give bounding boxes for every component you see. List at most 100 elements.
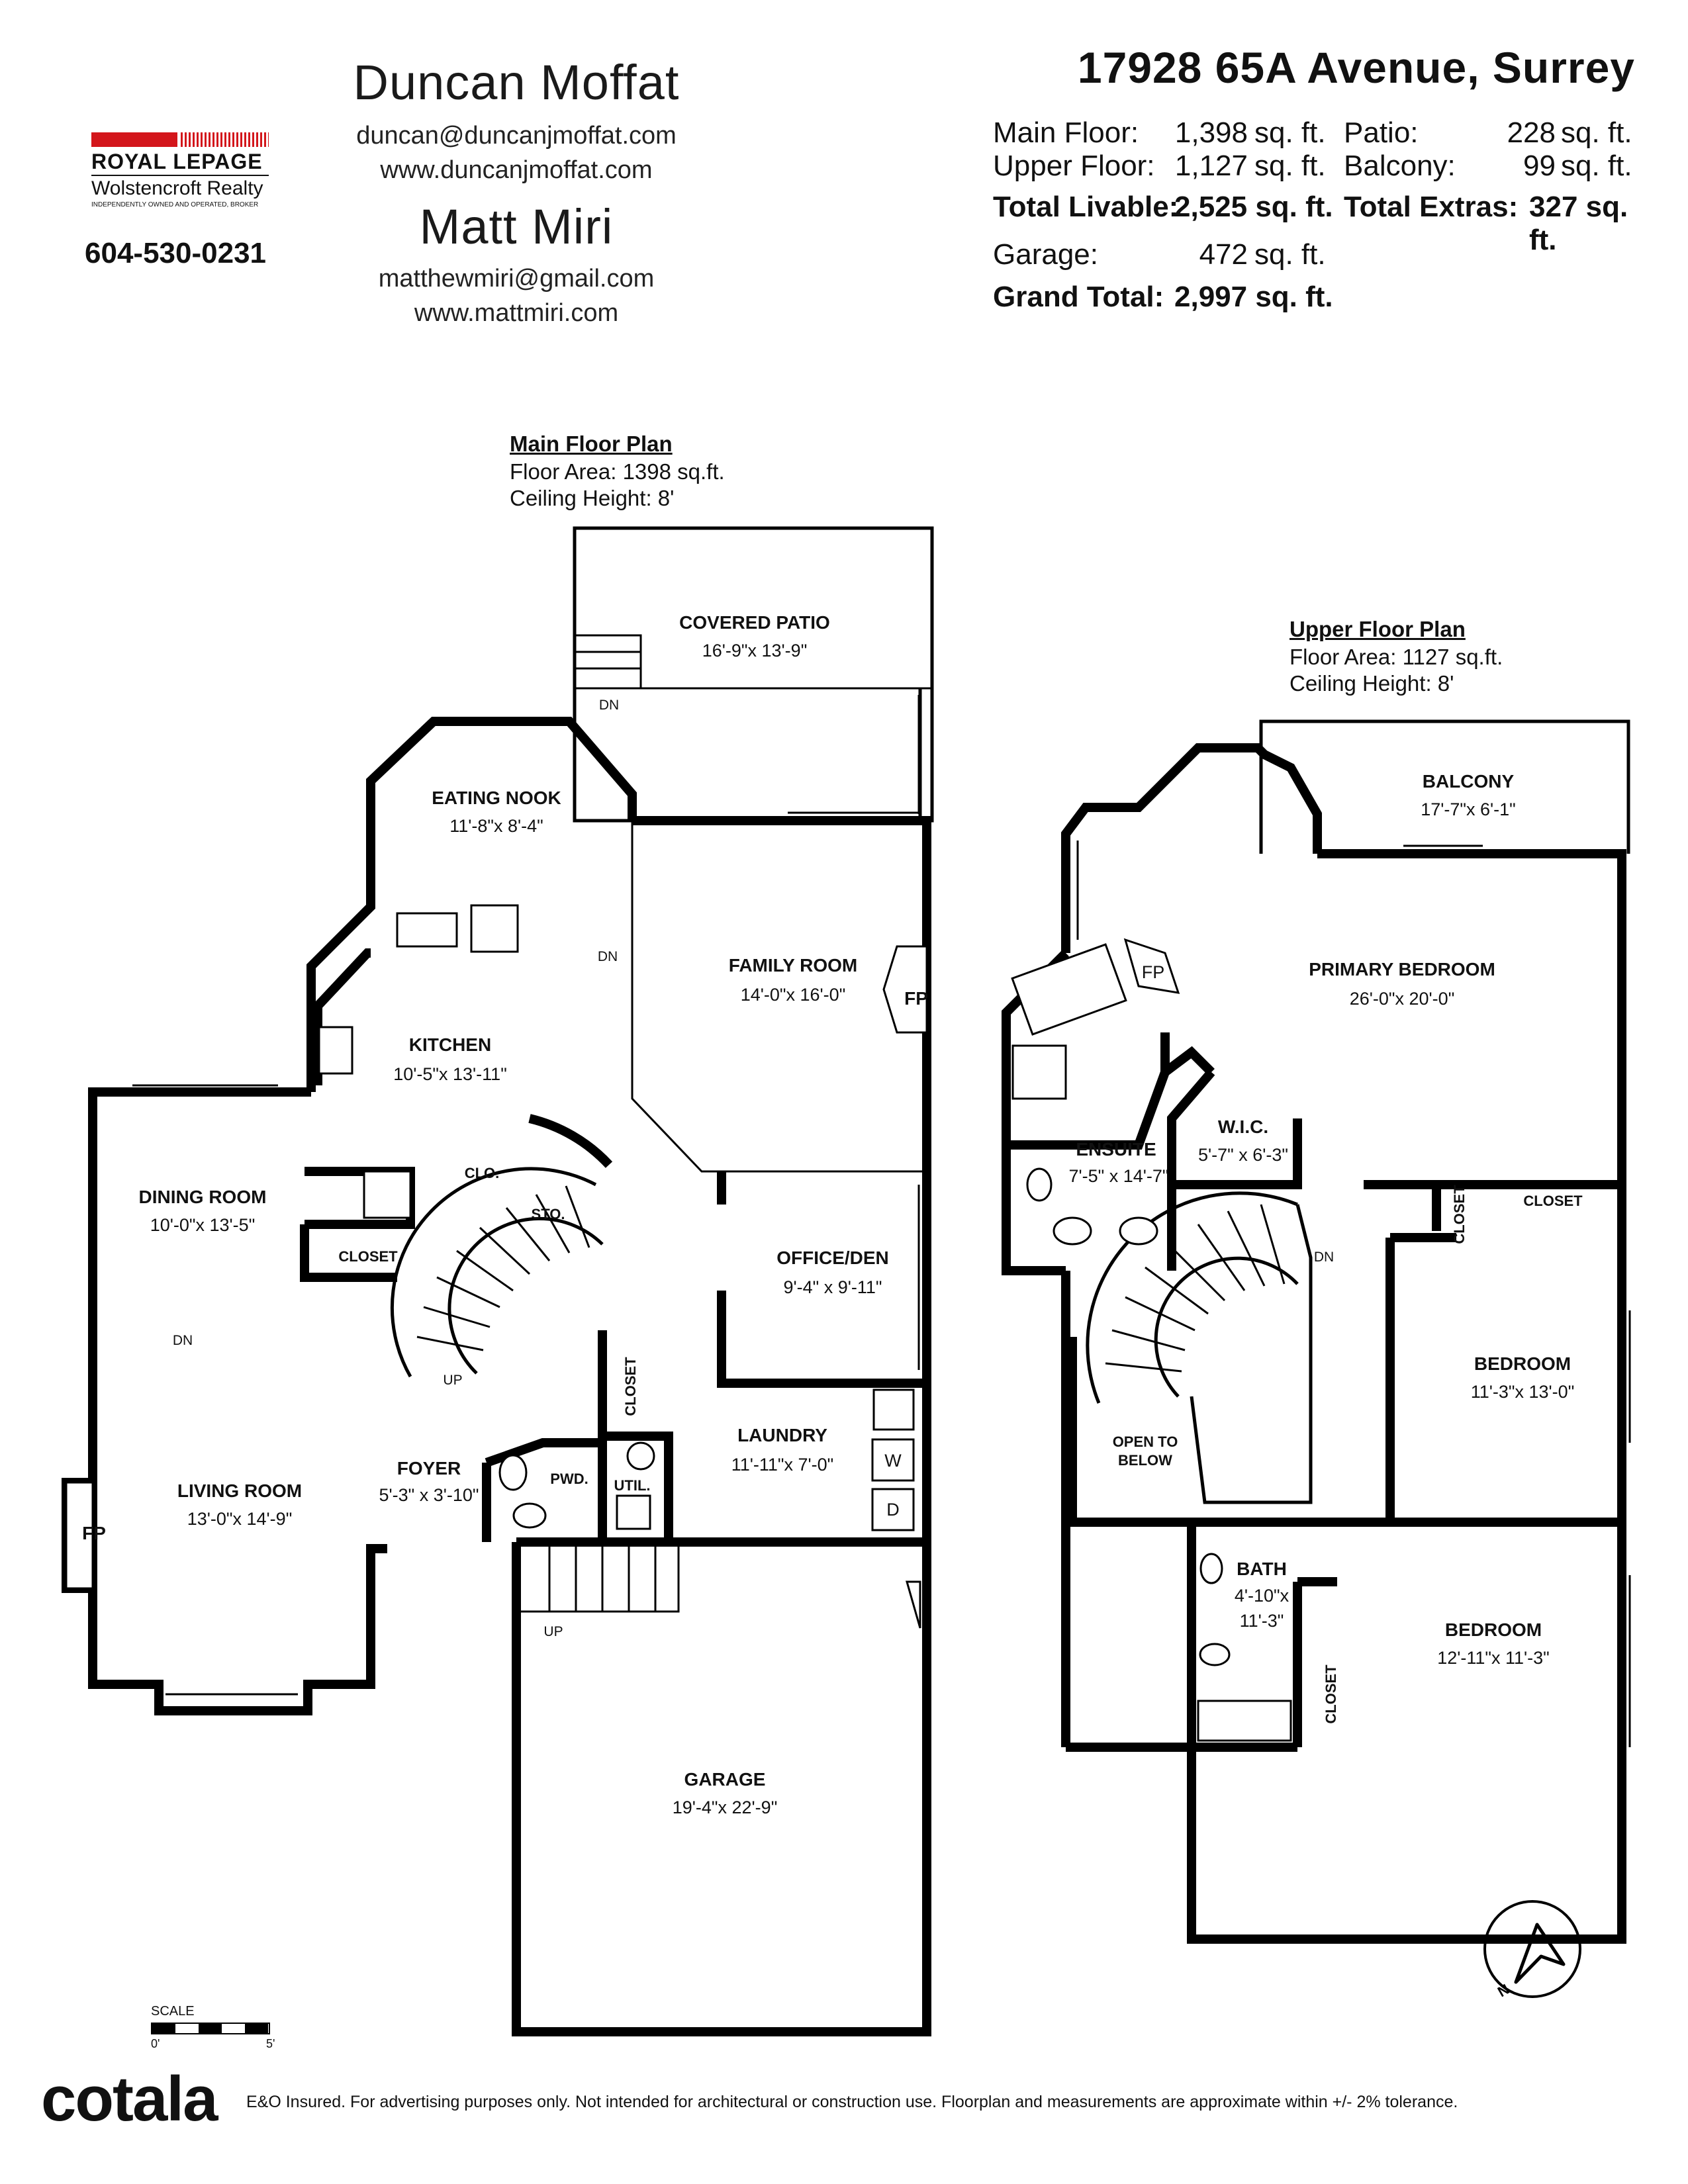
dims-covered-patio: 16'-9"x 13'-9" <box>702 641 808 660</box>
room-living-room: LIVING ROOM <box>177 1480 302 1501</box>
agent-2-email[interactable]: matthewmiri@gmail.com <box>378 265 655 293</box>
stat-patio-value: 228 <box>1507 116 1556 149</box>
room-wic: W.I.C. <box>1218 1116 1268 1137</box>
stat-total-extras-label: Total Extras: <box>1344 191 1519 223</box>
stat-main-floor-value: 1,398 <box>1174 116 1248 149</box>
agent-1-email[interactable]: duncan@duncanjmoffat.com <box>356 122 677 150</box>
property-address: 17928 65A Avenue, Surrey <box>1077 43 1635 92</box>
logo-name: Wolstencroft Realty <box>91 175 269 200</box>
scale-min: 0' <box>151 2037 160 2050</box>
main-stairs <box>390 634 680 1613</box>
label-open-to: OPEN TO <box>1113 1433 1178 1450</box>
stat-upper-floor-unit: sq. ft. <box>1254 150 1326 182</box>
dims-dining-room: 10'-0"x 13'-5" <box>150 1215 256 1235</box>
scale-label: SCALE <box>151 2004 195 2019</box>
label-dn-nook: DN <box>598 949 618 964</box>
label-fp-living: FP <box>82 1523 106 1543</box>
logo-top-text: ROYAL LEPAGE <box>91 150 263 173</box>
room-covered-patio: COVERED PATIO <box>679 612 830 633</box>
dims-bedroom-2: 12'-11"x 11'-3" <box>1437 1648 1550 1668</box>
compass-ring <box>1483 1900 1581 1998</box>
stat-main-floor-label: Main Floor: <box>993 116 1139 149</box>
stat-main-floor-unit: sq. ft. <box>1254 116 1326 149</box>
label-util: UTIL. <box>614 1477 651 1494</box>
label-closet-main-v: CLOSET <box>622 1357 639 1416</box>
brokerage-logo: ROYAL LEPAGE Wolstencroft Realty INDEPEN… <box>91 132 269 218</box>
dims-laundry: 11'-11"x 7'-0" <box>731 1455 834 1475</box>
stat-total-livable-value: 2,525 sq. ft. <box>1174 191 1333 223</box>
room-foyer: FOYER <box>397 1458 461 1479</box>
stat-upper-floor-value: 1,127 <box>1174 150 1248 182</box>
dims-living-room: 13'-0"x 14'-9" <box>187 1509 293 1529</box>
label-clo: CLO. <box>465 1165 500 1181</box>
label-fp-family: FP <box>904 988 928 1009</box>
room-office-den: OFFICE/DEN <box>776 1248 889 1268</box>
scale-bar: SCALE 0' 5' <box>148 2004 281 2057</box>
stat-grand-total-label: Grand Total: <box>993 281 1164 313</box>
brokerage-phone: 604-530-0231 <box>85 237 267 269</box>
label-sto: STO. <box>532 1206 565 1222</box>
logo-red-bar <box>91 132 177 147</box>
upper-floor-windows <box>1076 841 1631 1747</box>
stat-grand-total-value: 2,997 sq. ft. <box>1174 281 1333 313</box>
room-primary-bedroom: PRIMARY BEDROOM <box>1309 959 1495 979</box>
upper-floor-area: Floor Area: 1127 sq.ft. <box>1289 645 1503 669</box>
dims-eating-nook: 11'-8"x 8'-4" <box>449 816 543 836</box>
label-pwd: PWD. <box>550 1471 588 1487</box>
label-up-stairs: UP <box>443 1373 462 1388</box>
stat-balcony-unit: sq. ft. <box>1561 150 1632 182</box>
stat-garage-value: 472 <box>1199 238 1248 271</box>
main-floor-area: Floor Area: 1398 sq.ft. <box>510 459 725 484</box>
room-bedroom-2: BEDROOM <box>1445 1619 1542 1640</box>
dims-primary-bedroom: 26'-0"x 20'-0" <box>1350 989 1455 1009</box>
room-family-room: FAMILY ROOM <box>729 955 857 976</box>
stat-patio-unit: sq. ft. <box>1561 116 1632 149</box>
room-kitchen: KITCHEN <box>409 1034 491 1055</box>
footer-disclaimer: E&O Insured. For advertising purposes on… <box>246 2093 1458 2111</box>
label-closet-upper-v2: CLOSET <box>1323 1664 1339 1724</box>
room-laundry: LAUNDRY <box>737 1425 827 1445</box>
room-bedroom-1: BEDROOM <box>1474 1353 1571 1374</box>
main-floor-windows <box>132 695 920 1696</box>
main-floor-ceiling: Ceiling Height: 8' <box>510 486 675 510</box>
dims-wic: 5'-7" x 6'-3" <box>1198 1145 1288 1165</box>
dims-garage: 19'-4"x 22'-9" <box>673 1797 778 1817</box>
label-up-garage: UP <box>543 1624 563 1639</box>
agent-2-name: Matt Miri <box>419 199 614 254</box>
footer-brand-logo: cotala <box>41 2064 218 2134</box>
logo-barcode <box>181 132 269 147</box>
stat-upper-floor-label: Upper Floor: <box>993 150 1155 182</box>
label-closet-upper-v1: CLOSET <box>1451 1185 1468 1244</box>
label-dryer: D <box>886 1500 900 1520</box>
dims-bath-2: 11'-3" <box>1240 1611 1284 1631</box>
dims-office-den: 9'-4" x 9'-11" <box>783 1277 882 1297</box>
dims-kitchen: 10'-5"x 13'-11" <box>393 1064 507 1084</box>
agent-1-web[interactable]: www.duncanjmoffat.com <box>380 156 653 184</box>
stat-total-livable-label: Total Livable: <box>993 191 1179 223</box>
stat-garage-label: Garage: <box>993 238 1098 271</box>
room-dining-room: DINING ROOM <box>139 1187 267 1207</box>
logo-tag: INDEPENDENTLY OWNED AND OPERATED, BROKER <box>91 201 259 208</box>
dims-ensuite: 7'-5" x 14'-7" <box>1068 1166 1168 1186</box>
agent-1-name: Duncan Moffat <box>353 55 680 110</box>
scale-max: 5' <box>266 2037 275 2050</box>
label-washer: W <box>884 1451 902 1471</box>
upper-fixtures <box>1011 938 1292 1742</box>
label-dn-patio: DN <box>599 698 619 713</box>
stat-total-extras-value: 327 sq. ft. <box>1529 191 1628 256</box>
room-bath: BATH <box>1237 1559 1287 1579</box>
stat-balcony-value: 99 <box>1523 150 1556 182</box>
agent-2-web[interactable]: www.mattmiri.com <box>414 299 619 327</box>
upper-floor-ceiling: Ceiling Height: 8' <box>1289 671 1454 696</box>
dims-balcony: 17'-7"x 6'-1" <box>1421 799 1516 819</box>
compass-arrow-icon <box>1514 1923 1566 1984</box>
stat-balcony-label: Balcony: <box>1344 150 1456 182</box>
scale-ruler <box>151 2023 270 2034</box>
room-eating-nook: EATING NOOK <box>432 788 561 808</box>
label-dn-dining: DN <box>173 1333 193 1348</box>
upper-floor-title: Upper Floor Plan <box>1289 617 1466 641</box>
room-garage: GARAGE <box>684 1769 766 1790</box>
main-fixtures <box>65 904 928 1629</box>
room-ensuite: ENSUITE <box>1076 1139 1156 1160</box>
